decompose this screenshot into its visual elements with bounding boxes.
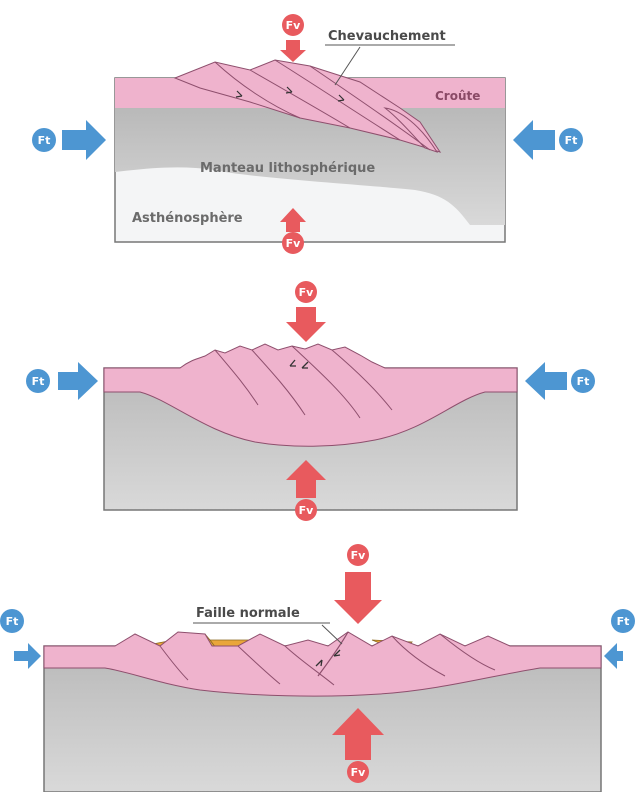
label-manteau: Manteau lithosphérique (200, 161, 375, 176)
panel-3-collapse: Faille normale Fv Fv Ft Ft (0, 544, 635, 792)
callout-leader (322, 625, 342, 644)
red-arrow-icon (334, 572, 382, 624)
fv-label: Fv (286, 237, 302, 250)
label-croute: Croûte (435, 89, 480, 103)
ft-label: Ft (617, 615, 630, 628)
fv-label: Fv (299, 286, 315, 299)
red-arrow-icon (280, 40, 306, 62)
ft-label: Ft (6, 615, 19, 628)
blue-arrow-icon (14, 643, 41, 669)
blue-arrow-icon (604, 643, 623, 669)
blue-arrow-icon (58, 362, 98, 400)
ft-label: Ft (565, 134, 578, 147)
red-arrow-icon (286, 307, 326, 342)
fv-label: Fv (351, 549, 367, 562)
panel-2-thickening: Fv Fv Ft Ft (26, 281, 595, 521)
blue-arrow-icon (525, 362, 567, 400)
fv-label: Fv (351, 766, 367, 779)
label-chevauchement: Chevauchement (328, 29, 446, 44)
ft-label: Ft (32, 375, 45, 388)
label-asthenosphere: Asthénosphère (132, 211, 243, 226)
blue-arrow-icon (62, 120, 106, 160)
fv-label: Fv (286, 19, 302, 32)
fv-label: Fv (299, 504, 315, 517)
ft-label: Ft (38, 134, 51, 147)
ft-label: Ft (577, 375, 590, 388)
label-faille-normale: Faille normale (196, 606, 300, 621)
blue-arrow-icon (513, 120, 555, 160)
panel-1-collision: Chevauchement Croûte Manteau lithosphéri… (32, 14, 583, 254)
